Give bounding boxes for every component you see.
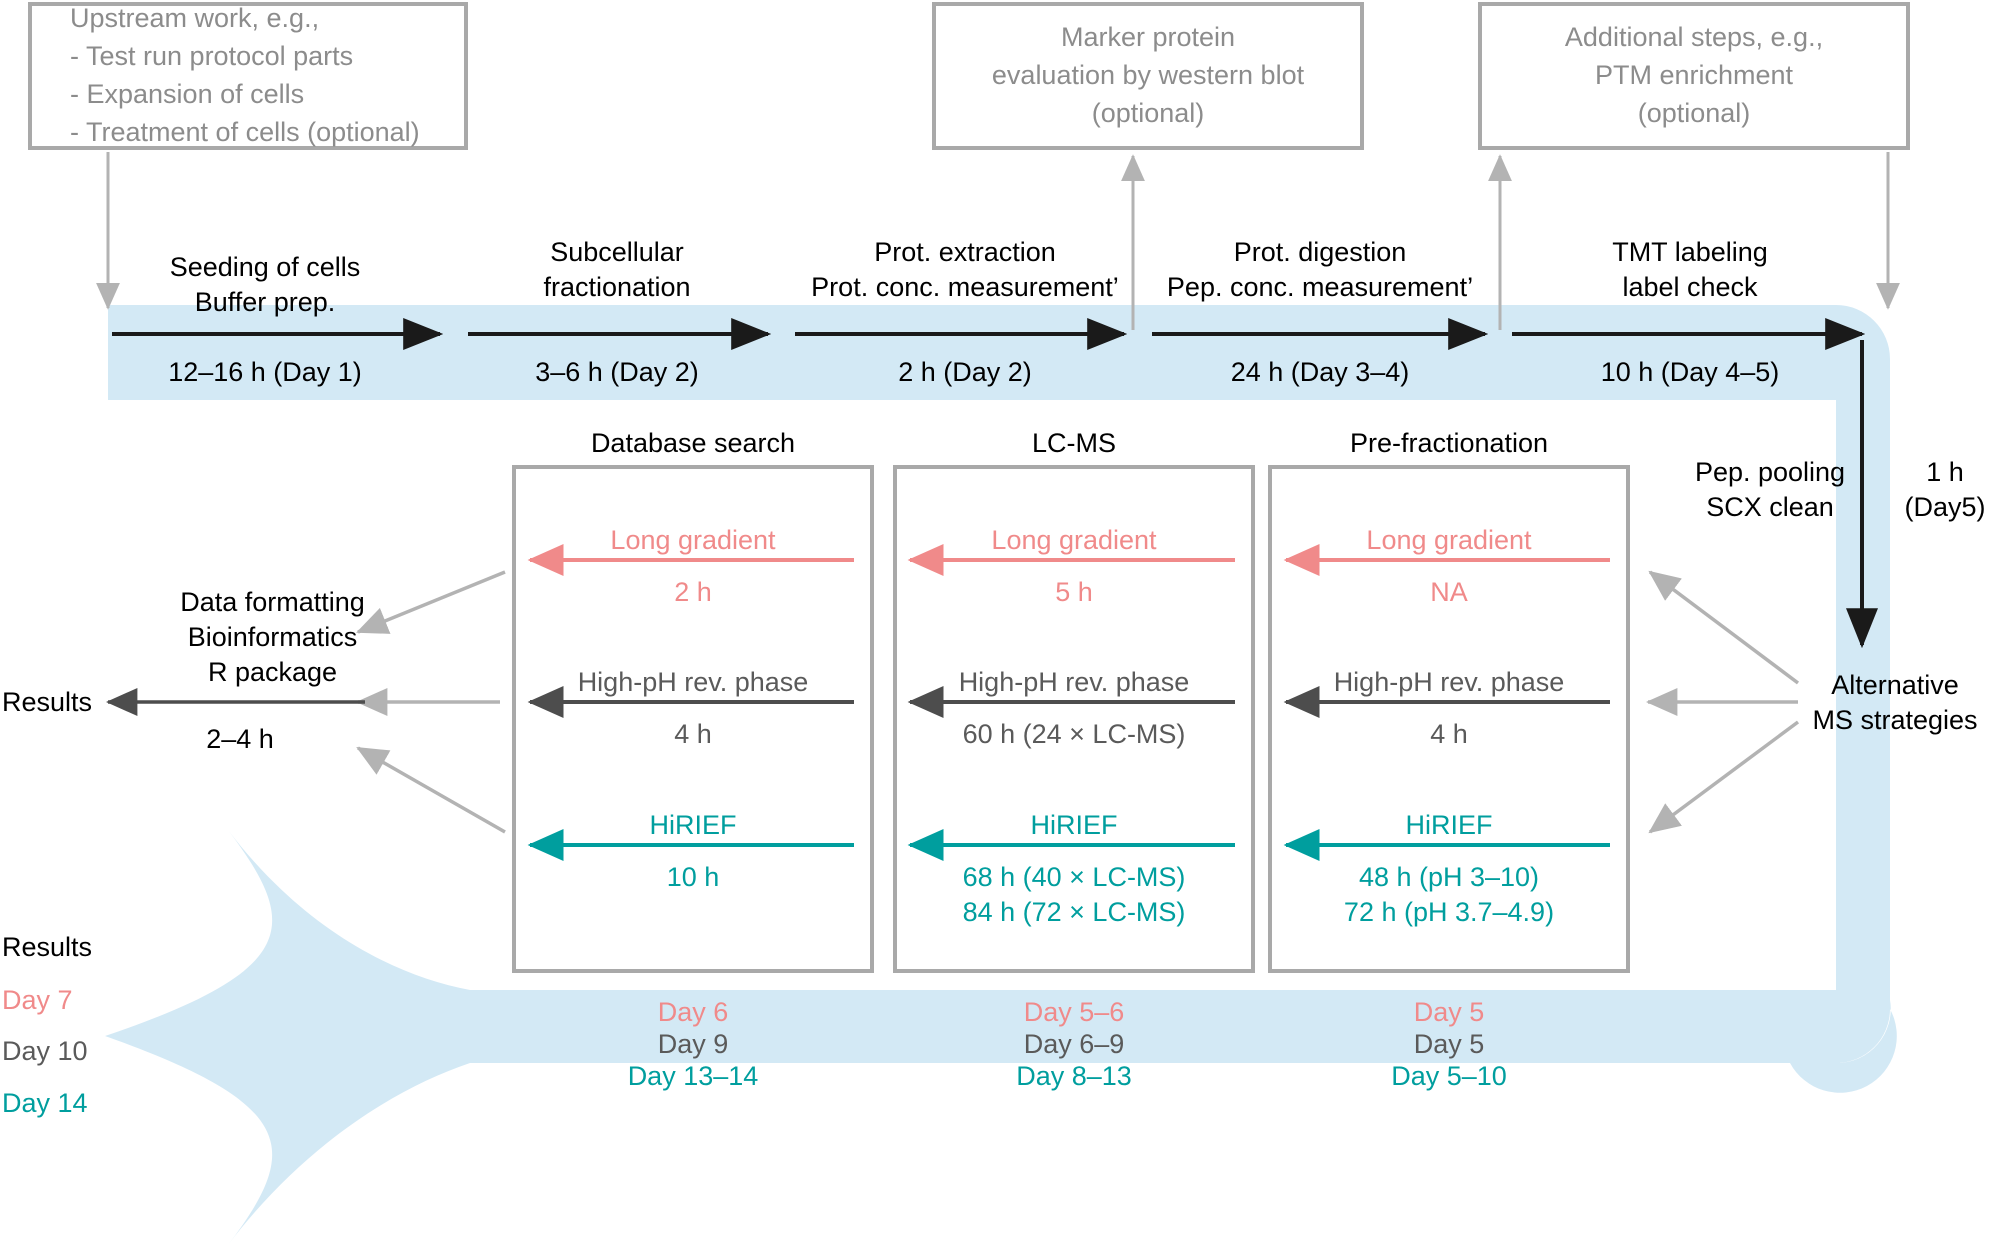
row-values-pre-fractionation-high-ph-rev-phase: 4 h — [1430, 719, 1468, 749]
row-values-database-search-long-gradient: 2 h — [674, 577, 712, 607]
results-label-inline: Results — [2, 687, 93, 717]
timeline-step-label-3: Prot. digestion Pep. conc. measurement’ — [1166, 237, 1474, 303]
row-label-lc-ms-high-ph-rev-phase: High-pH rev. phase — [958, 667, 1190, 697]
row-label-database-search-hirief: HiRIEF — [649, 810, 737, 840]
results-summary-day-1: Day 10 — [2, 1036, 88, 1066]
timeline-step-label-0: Seeding of cells Buffer prep. — [169, 252, 361, 318]
timeline-step-duration-3: 24 h (Day 3–4) — [1230, 357, 1410, 387]
timeline-step-duration-0: 12–16 h (Day 1) — [168, 357, 362, 387]
row-values-lc-ms-hirief: 68 h (40 × LC-MS) 84 h (72 × LC-MS) — [962, 862, 1186, 928]
alternative-ms-strategies-label: Alternative MS strategies — [1812, 670, 1978, 736]
panel-day-lc-ms-0: Day 5–6 — [1023, 997, 1125, 1027]
panel-day-lc-ms-2: Day 8–13 — [1016, 1061, 1132, 1091]
panel-day-pre-fractionation-0: Day 5 — [1413, 997, 1485, 1027]
panel-day-lc-ms-1: Day 6–9 — [1023, 1029, 1125, 1059]
results-summary-day-2: Day 14 — [2, 1088, 88, 1118]
timeline-step-duration-2: 2 h (Day 2) — [898, 357, 1032, 387]
row-values-database-search-hirief: 10 h — [666, 862, 720, 892]
row-label-pre-fractionation-high-ph-rev-phase: High-pH rev. phase — [1333, 667, 1565, 697]
pep-pooling-duration: 1 h (Day5) — [1904, 457, 1986, 523]
row-label-database-search-high-ph-rev-phase: High-pH rev. phase — [577, 667, 809, 697]
row-values-database-search-high-ph-rev-phase: 4 h — [674, 719, 712, 749]
timeline-step-duration-1: 3–6 h (Day 2) — [535, 357, 699, 387]
panel-day-database-search-0: Day 6 — [657, 997, 729, 1027]
results-summary-day-0: Day 7 — [2, 985, 73, 1015]
downstream-duration: 2–4 h — [206, 724, 274, 754]
timeline-step-duration-4: 10 h (Day 4–5) — [1600, 357, 1780, 387]
row-label-pre-fractionation-hirief: HiRIEF — [1405, 810, 1493, 840]
row-label-database-search-long-gradient: Long gradient — [610, 525, 776, 555]
row-label-lc-ms-long-gradient: Long gradient — [991, 525, 1157, 555]
panel-day-pre-fractionation-2: Day 5–10 — [1391, 1061, 1507, 1091]
panel-title-database-search: Database search — [590, 428, 796, 458]
row-values-pre-fractionation-hirief: 48 h (pH 3–10) 72 h (pH 3.7–4.9) — [1343, 862, 1555, 928]
downstream-label: Data formatting Bioinformatics R package — [180, 587, 365, 688]
row-label-pre-fractionation-long-gradient: Long gradient — [1366, 525, 1532, 555]
row-label-lc-ms-hirief: HiRIEF — [1030, 810, 1118, 840]
panel-day-database-search-2: Day 13–14 — [627, 1061, 759, 1091]
panel-day-database-search-1: Day 9 — [657, 1029, 729, 1059]
panel-title-lc-ms: LC-MS — [1031, 428, 1116, 458]
pep-pooling-label: Pep. pooling SCX clean — [1694, 457, 1846, 523]
row-values-lc-ms-long-gradient: 5 h — [1055, 577, 1093, 607]
timeline-step-label-1: Subcellular fractionation — [543, 237, 691, 303]
results-summary-title: Results — [2, 932, 93, 962]
panel-day-pre-fractionation-1: Day 5 — [1413, 1029, 1485, 1059]
timeline-step-label-4: TMT labeling label check — [1612, 237, 1768, 303]
timeline-step-label-2: Prot. extraction Prot. conc. measurement… — [811, 237, 1119, 303]
panel-title-pre-fractionation: Pre-fractionation — [1349, 428, 1549, 458]
row-values-lc-ms-high-ph-rev-phase: 60 h (24 × LC-MS) — [962, 719, 1186, 749]
row-values-pre-fractionation-long-gradient: NA — [1430, 577, 1468, 607]
